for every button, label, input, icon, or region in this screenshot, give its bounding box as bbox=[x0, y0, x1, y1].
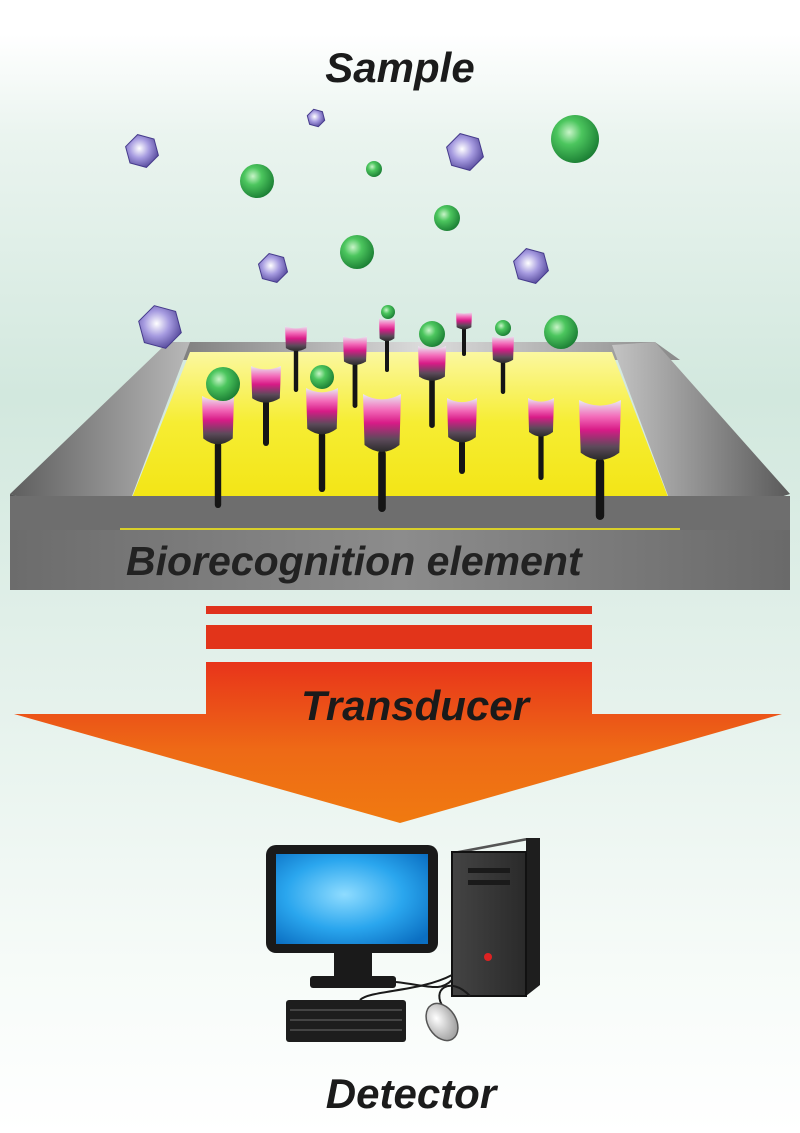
receptor-probe bbox=[579, 400, 621, 520]
interferent-hexagon bbox=[446, 133, 484, 171]
analyte-sphere bbox=[206, 367, 240, 401]
receptor-probe bbox=[418, 346, 446, 428]
receptor-probe bbox=[306, 388, 338, 492]
signal-bars bbox=[206, 606, 592, 649]
interferent-hexagon bbox=[257, 252, 289, 284]
mouse-icon bbox=[425, 1002, 459, 1042]
receptor-probe bbox=[379, 318, 395, 372]
receptor-probe bbox=[363, 394, 401, 512]
interferent-hexagon bbox=[306, 108, 326, 128]
analyte-sphere bbox=[495, 320, 511, 336]
analyte-sphere bbox=[240, 164, 274, 198]
receptor-probe bbox=[528, 398, 554, 480]
computer-tower-icon bbox=[451, 838, 540, 997]
analyte-sphere bbox=[310, 365, 334, 389]
computer-icon bbox=[266, 838, 540, 1042]
analyte-sphere bbox=[366, 161, 382, 177]
interferent-hexagon bbox=[138, 305, 182, 349]
interferent-hexagon bbox=[125, 134, 159, 168]
sample-label: Sample bbox=[325, 44, 475, 91]
computer-monitor-icon bbox=[266, 845, 438, 988]
receptor-probe bbox=[456, 312, 472, 356]
analyte-sphere bbox=[419, 321, 445, 347]
receptor-probe bbox=[285, 326, 307, 392]
receptor-probe bbox=[251, 366, 281, 446]
transducer-arrow bbox=[14, 662, 782, 823]
analyte-sphere bbox=[551, 115, 599, 163]
analyte-sphere bbox=[381, 305, 395, 319]
analyte-sphere bbox=[544, 315, 578, 349]
receptor-probes bbox=[202, 312, 621, 520]
biorecognition-element-label: Biorecognition element bbox=[126, 538, 582, 584]
analyte-sphere bbox=[340, 235, 374, 269]
sample-analyte-spheres bbox=[206, 115, 599, 401]
keyboard-icon bbox=[286, 1000, 406, 1042]
transducer-label: Transducer bbox=[301, 682, 529, 729]
detector-label: Detector bbox=[325, 1070, 497, 1117]
receptor-probe bbox=[447, 398, 477, 474]
monitor-screen bbox=[276, 854, 428, 944]
interferent-hexagons bbox=[125, 108, 549, 349]
interferent-hexagon bbox=[513, 248, 549, 284]
receptor-probe bbox=[202, 396, 234, 508]
receptor-probe bbox=[492, 336, 514, 394]
receptor-probe bbox=[343, 336, 367, 408]
analyte-sphere bbox=[434, 205, 460, 231]
